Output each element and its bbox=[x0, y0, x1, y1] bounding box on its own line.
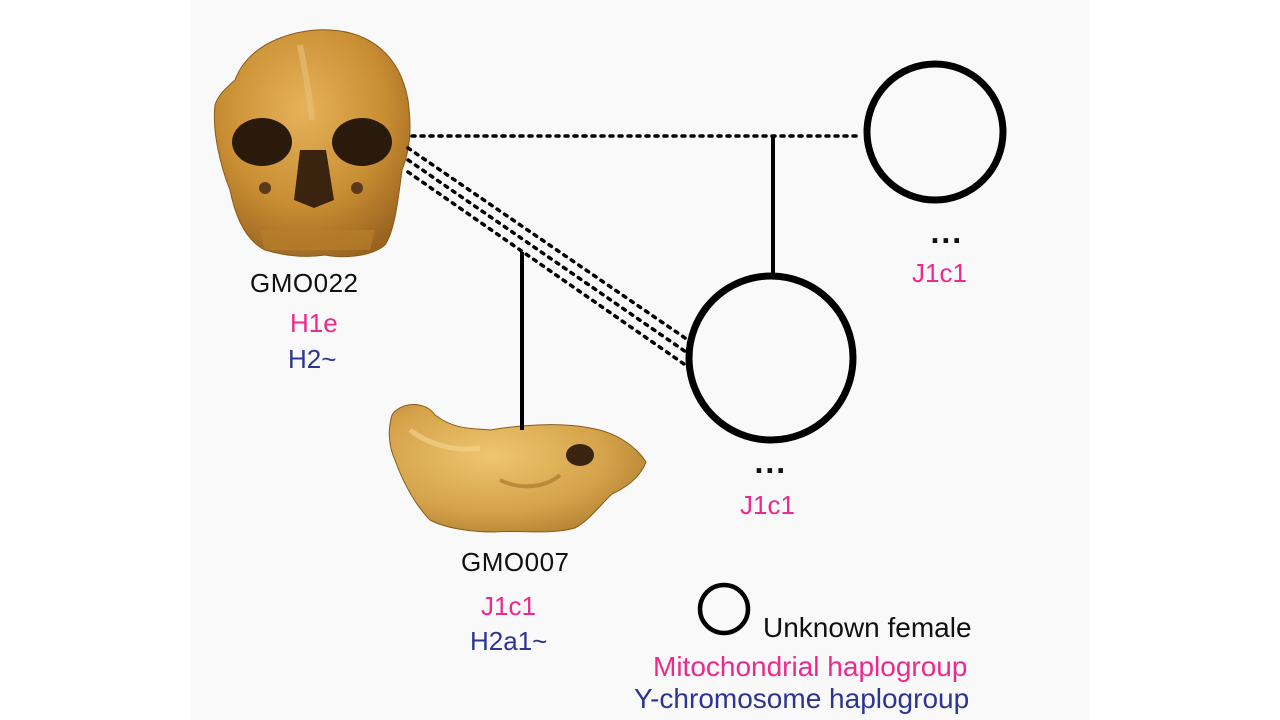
unknown-female-circle-middle bbox=[685, 272, 857, 444]
legend-label-ychrom: Y-chromosome haplogroup bbox=[634, 683, 970, 714]
unknown-female-circle-top bbox=[863, 60, 1007, 204]
dotted-line-gmo022-to-female-3 bbox=[406, 170, 686, 366]
ychrom-haplogroup-gmo007: H2a1~ bbox=[470, 626, 548, 656]
legend-label-unknown-female: Unknown female bbox=[763, 612, 972, 643]
bone-fragment-image-gmo007 bbox=[388, 404, 647, 533]
ellipsis-top-female: ... bbox=[930, 220, 963, 250]
left-orbit bbox=[232, 118, 292, 166]
mito-haplogroup-gmo022: H1e bbox=[290, 308, 338, 338]
mito-haplogroup-top-female: J1c1 bbox=[912, 258, 967, 288]
legend-circle-icon bbox=[697, 582, 751, 636]
individual-id-gmo007: GMO007 bbox=[461, 547, 570, 577]
ellipsis-middle-female: ... bbox=[754, 450, 787, 480]
nasal-cavity bbox=[294, 150, 334, 208]
dotted-line-gmo022-to-female-1 bbox=[406, 146, 690, 342]
legend-label-mito: Mitochondrial haplogroup bbox=[653, 651, 968, 682]
right-orbit bbox=[332, 118, 392, 166]
mito-haplogroup-gmo007: J1c1 bbox=[481, 591, 536, 621]
individual-id-gmo022: GMO022 bbox=[250, 268, 359, 298]
skull-image-gmo022 bbox=[213, 29, 411, 258]
ychrom-haplogroup-gmo022: H2~ bbox=[288, 344, 337, 374]
mito-haplogroup-middle-female: J1c1 bbox=[740, 490, 795, 520]
dotted-line-gmo022-to-female-2 bbox=[406, 158, 688, 354]
